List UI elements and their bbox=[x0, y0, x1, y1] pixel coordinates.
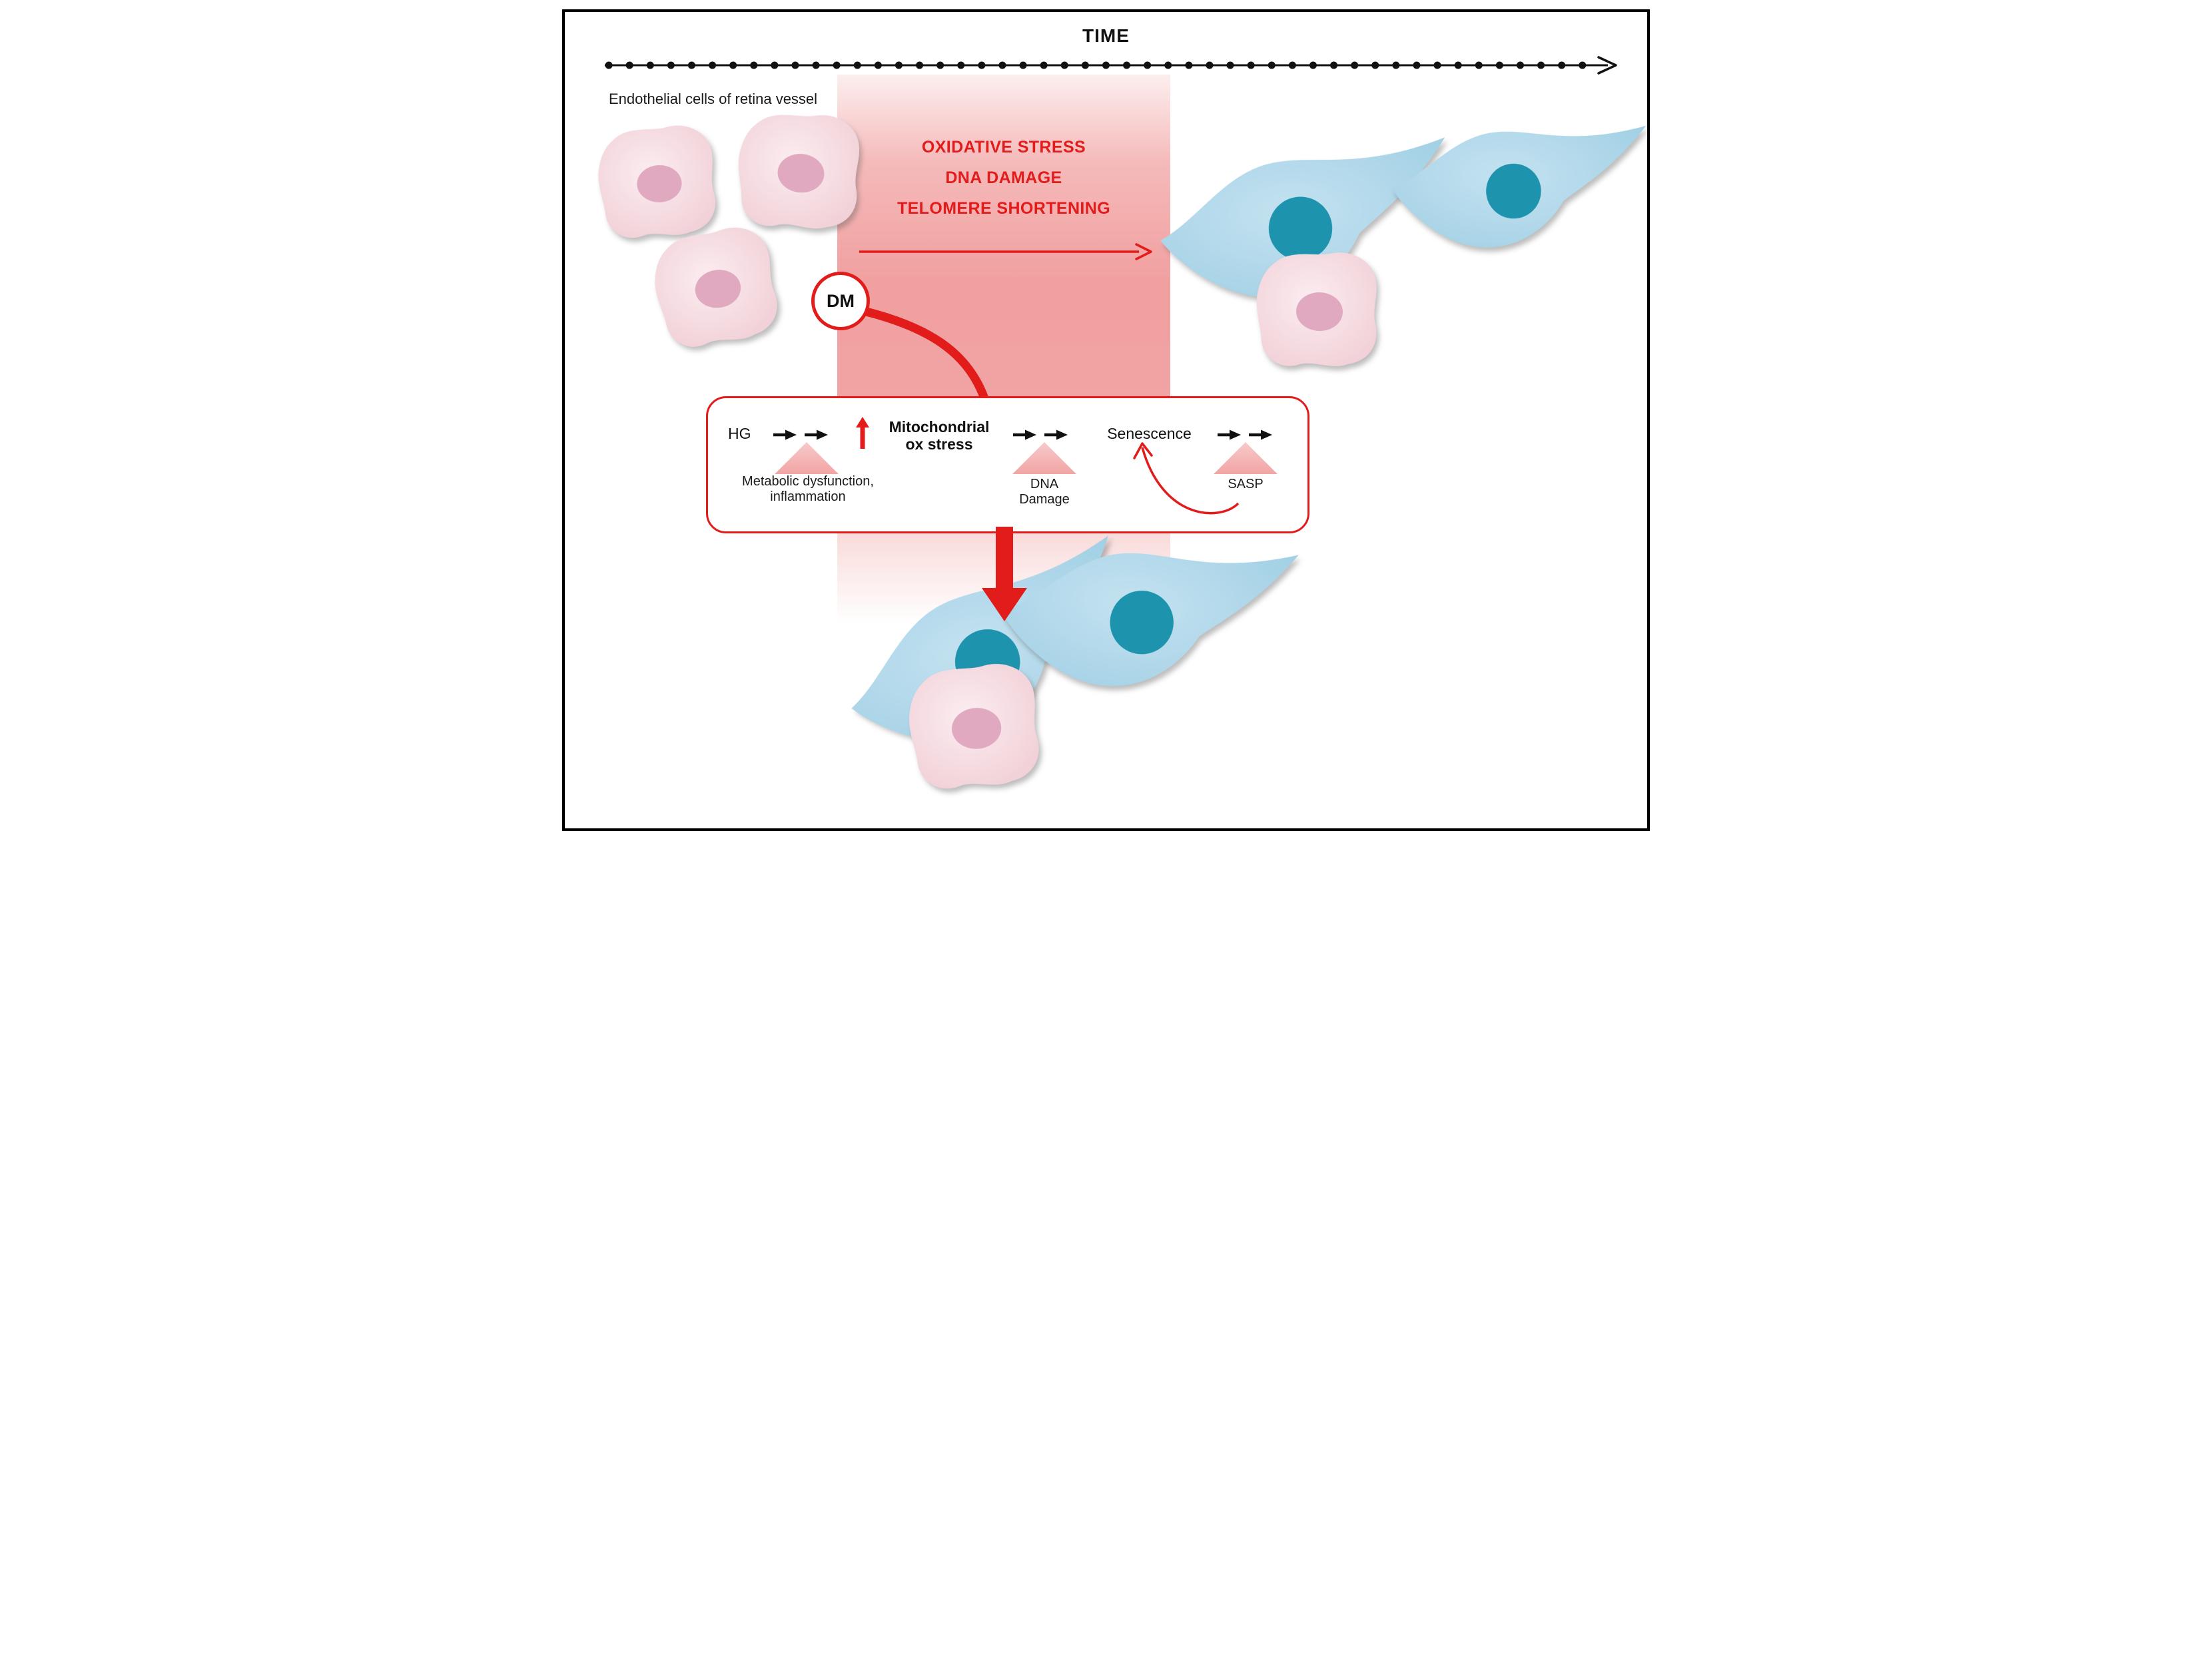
step-arrows-icon-2 bbox=[1011, 427, 1070, 442]
metabolic-label-line2: inflammation bbox=[770, 489, 846, 504]
sasp-feedback-arrow-icon bbox=[1133, 442, 1240, 515]
pink-cell-bottom bbox=[906, 661, 1041, 791]
dm-badge: DM bbox=[811, 272, 870, 330]
band-text-telomere-shortening: TELOMERE SHORTENING bbox=[897, 199, 1111, 218]
dna-damage-label: DNA Damage bbox=[994, 477, 1094, 507]
sasp-label: SASP bbox=[1228, 477, 1264, 491]
increase-up-arrow-icon bbox=[856, 417, 869, 449]
blue-senescent-cell-right-2 bbox=[1388, 108, 1647, 258]
pink-cell-right bbox=[1254, 249, 1379, 370]
trigger-triangle-dna bbox=[1012, 442, 1076, 474]
mito-label-line1: Mitochondrial bbox=[889, 418, 990, 435]
senescence-label: Senescence bbox=[1107, 425, 1192, 442]
hg-label: HG bbox=[728, 425, 751, 442]
dm-connector-curve-icon bbox=[851, 304, 990, 407]
trigger-triangle-metabolic bbox=[775, 442, 839, 474]
dna-label-line1: DNA bbox=[1030, 477, 1059, 491]
senescence-outcome-down-arrow-icon bbox=[982, 527, 1027, 621]
band-text-oxidative-stress: OXIDATIVE STRESS bbox=[921, 138, 1086, 156]
pink-cell-top-3 bbox=[648, 222, 782, 352]
band-text-dna-damage: DNA DAMAGE bbox=[945, 168, 1062, 187]
metabolic-label-line1: Metabolic dysfunction, bbox=[742, 474, 874, 489]
figure-canvas: TIME Endothelial cells of retina vessel … bbox=[553, 0, 1659, 840]
metabolic-dysfunction-label: Metabolic dysfunction, inflammation bbox=[733, 474, 883, 505]
mito-label-line2: ox stress bbox=[905, 435, 973, 453]
dm-badge-label: DM bbox=[827, 290, 855, 311]
mitochondrial-ox-stress-label: Mitochondrial ox stress bbox=[876, 418, 1002, 453]
stress-progression-arrow-icon bbox=[859, 243, 1152, 260]
timeline-arrow-icon bbox=[605, 56, 1617, 75]
endothelial-cells-label: Endothelial cells of retina vessel bbox=[609, 91, 818, 107]
pathway-box: HG Mitochondrial ox stress Senescence Me… bbox=[706, 396, 1309, 533]
time-title: TIME bbox=[1082, 25, 1130, 46]
dna-label-line2: Damage bbox=[1019, 492, 1070, 507]
trigger-triangle-sasp bbox=[1214, 442, 1278, 474]
step-arrows-icon-1 bbox=[771, 427, 830, 442]
